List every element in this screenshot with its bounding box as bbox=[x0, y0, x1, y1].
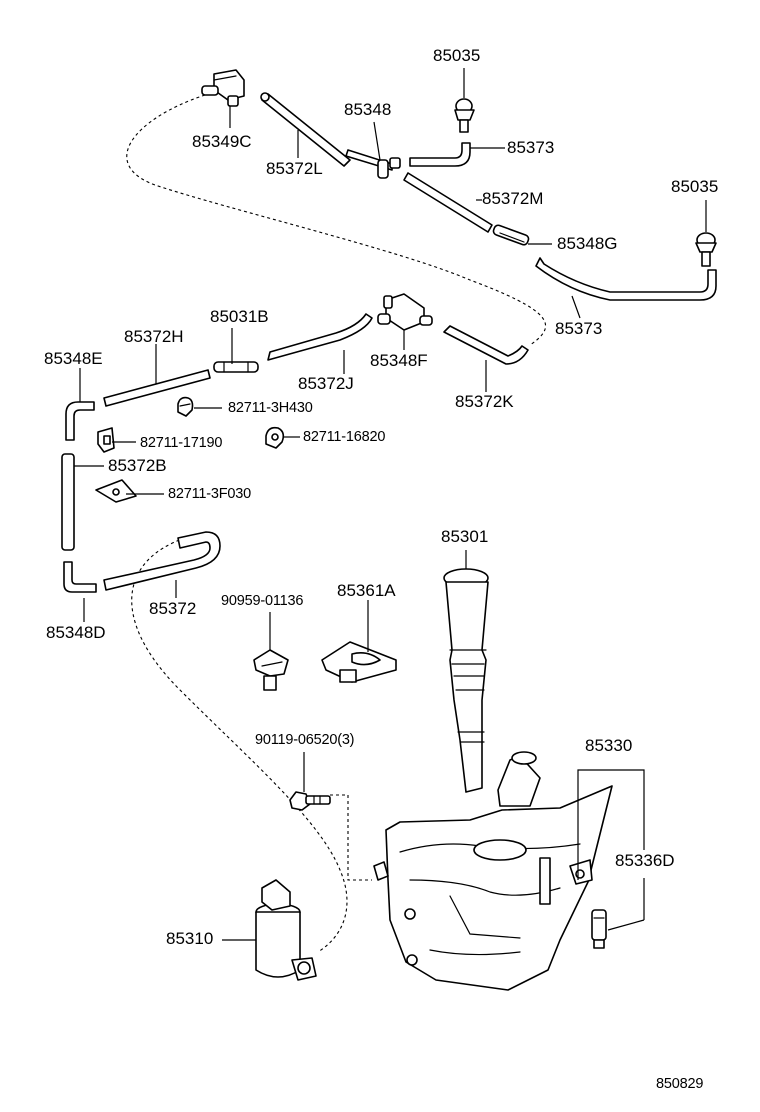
label-90959-01136: 90959-01136 bbox=[221, 593, 304, 609]
label-85372k: 85372K bbox=[455, 392, 514, 411]
route-line-top bbox=[127, 95, 546, 345]
bolt-guide-line bbox=[330, 795, 372, 880]
clip-82711-16820[interactable] bbox=[266, 428, 283, 448]
hose-85372j[interactable] bbox=[268, 314, 372, 360]
label-85372h: 85372H bbox=[124, 327, 184, 346]
hose-85373-right[interactable] bbox=[536, 258, 716, 300]
nozzle-85035-top[interactable] bbox=[455, 99, 474, 132]
label-85330: 85330 bbox=[585, 736, 633, 755]
hose-85372[interactable] bbox=[104, 532, 220, 590]
clip-82711-3h430[interactable] bbox=[178, 398, 193, 416]
tank-85330[interactable] bbox=[374, 752, 612, 990]
filler-pipe-85301[interactable] bbox=[444, 569, 488, 792]
label-85348: 85348 bbox=[344, 100, 392, 119]
label-85372b: 85372B bbox=[108, 456, 167, 475]
label-85349c: 85349C bbox=[192, 132, 252, 151]
label-85348e: 85348E bbox=[44, 349, 103, 368]
label-85310: 85310 bbox=[166, 929, 214, 948]
label-82711-16820: 82711-16820 bbox=[303, 429, 386, 445]
label-85372: 85372 bbox=[149, 599, 197, 618]
label-85372l: 85372L bbox=[266, 159, 323, 178]
joint-85348[interactable] bbox=[346, 150, 400, 178]
label-85301: 85301 bbox=[441, 527, 489, 546]
hose-85372m[interactable] bbox=[404, 173, 492, 232]
label-90119-06520: 90119-06520(3) bbox=[255, 732, 355, 748]
nozzle-85035-right[interactable] bbox=[696, 233, 716, 266]
label-82711-17190: 82711-17190 bbox=[140, 435, 223, 451]
label-85336d: 85336D bbox=[615, 851, 675, 870]
hose-85372l[interactable] bbox=[261, 93, 350, 166]
joint-85348f[interactable] bbox=[378, 294, 432, 330]
label-85348g: 85348G bbox=[557, 234, 618, 253]
elbow-85348d[interactable] bbox=[64, 562, 96, 592]
connector-85031b[interactable] bbox=[214, 362, 258, 372]
label-85031b: 85031B bbox=[210, 307, 269, 326]
level-sensor-85336d[interactable] bbox=[592, 910, 606, 948]
joint-85348g[interactable] bbox=[492, 224, 529, 246]
label-85373-right: 85373 bbox=[555, 319, 603, 338]
label-85035-top: 85035 bbox=[433, 46, 481, 65]
diagram-code: 850829 bbox=[656, 1076, 704, 1092]
label-85372j: 85372J bbox=[298, 374, 354, 393]
hose-85372h[interactable] bbox=[104, 370, 210, 406]
label-85373-top: 85373 bbox=[507, 138, 555, 157]
hose-85372b[interactable] bbox=[62, 454, 74, 550]
label-85348f: 85348F bbox=[370, 351, 428, 370]
elbow-85348e[interactable] bbox=[66, 402, 94, 440]
label-82711-3h430: 82711-3H430 bbox=[228, 400, 313, 416]
clip-90959-01136[interactable] bbox=[254, 650, 288, 690]
route-line-bottom bbox=[132, 538, 347, 952]
clamp-82711-3f030[interactable] bbox=[96, 480, 136, 502]
pump-85310[interactable] bbox=[256, 880, 316, 980]
joint-85349c[interactable] bbox=[202, 70, 244, 106]
label-85348d: 85348D bbox=[46, 623, 106, 642]
label-85372m: 85372M bbox=[482, 189, 544, 208]
hose-85373-top[interactable] bbox=[410, 143, 470, 166]
clip-82711-17190[interactable] bbox=[98, 428, 114, 452]
bracket-85361a[interactable] bbox=[322, 642, 396, 682]
label-85035-right: 85035 bbox=[671, 177, 719, 196]
label-85361a: 85361A bbox=[337, 581, 396, 600]
label-82711-3f030: 82711-3F030 bbox=[168, 486, 251, 502]
leader-lines bbox=[74, 68, 706, 940]
bolt-90119-06520[interactable] bbox=[290, 792, 330, 810]
hose-85372k[interactable] bbox=[444, 326, 528, 364]
